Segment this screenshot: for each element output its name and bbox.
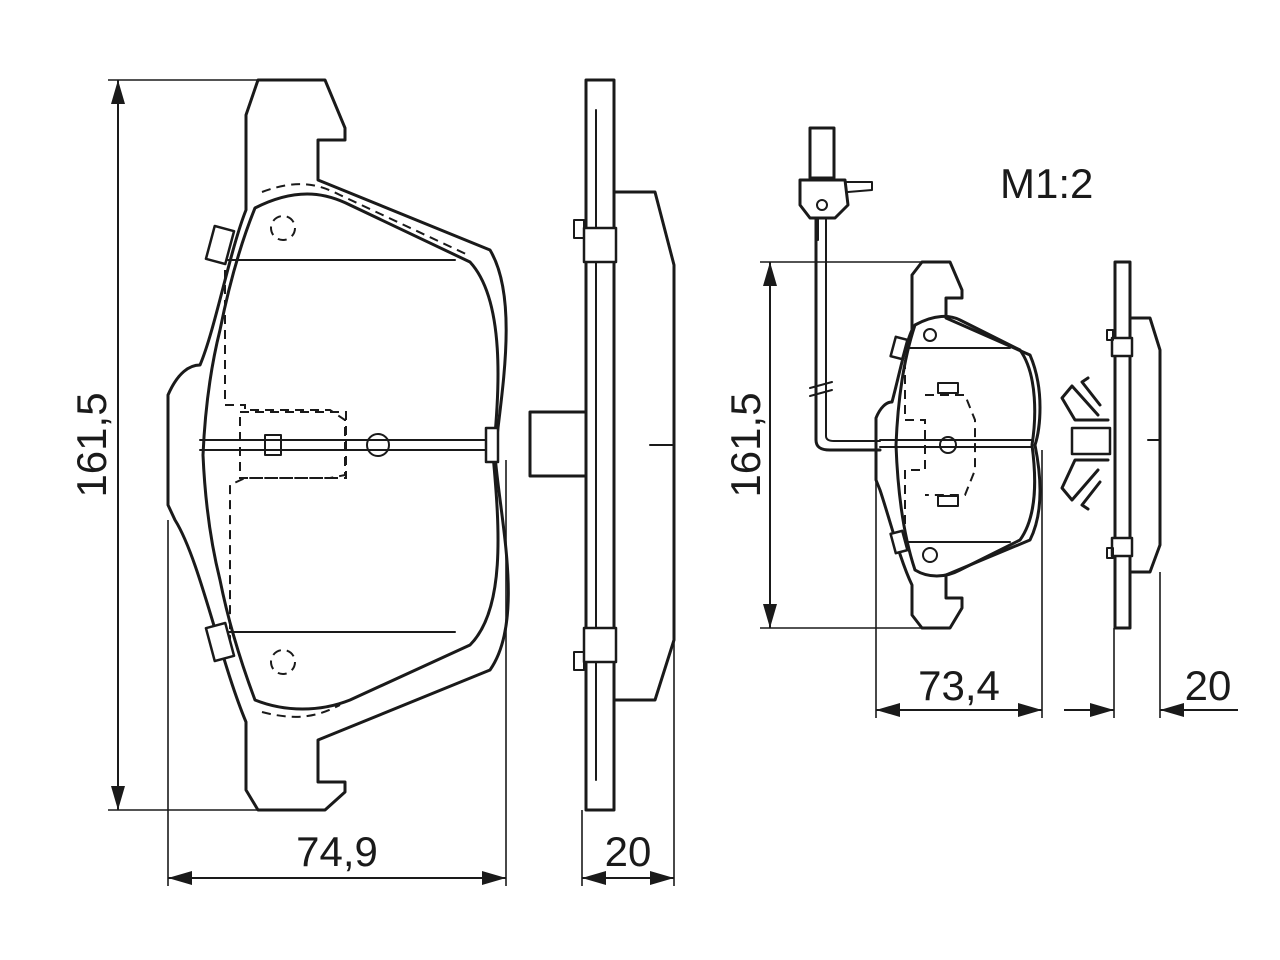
small-pad-side-view bbox=[1060, 260, 1162, 630]
large-pad-thickness-label: 20 bbox=[605, 828, 652, 875]
small-pad-width-dimension: 73,4 bbox=[875, 450, 1043, 718]
wear-sensor-latch bbox=[844, 181, 873, 193]
large-pad-backing-plate bbox=[166, 78, 510, 812]
small-pad-backing-plate bbox=[874, 260, 1042, 630]
small-pad-thickness-dimension: 20 bbox=[1064, 572, 1238, 718]
small-pad-upper-hole bbox=[923, 328, 937, 342]
large-pad-side-upper-stud bbox=[573, 219, 585, 239]
large-pad-height-dimension: 161,5 bbox=[68, 79, 258, 811]
large-pad-width-label: 74,9 bbox=[296, 828, 378, 875]
large-pad-height-label: 161,5 bbox=[68, 392, 115, 497]
wear-sensor bbox=[798, 126, 882, 452]
scale-label: M1:2 bbox=[1000, 160, 1093, 207]
large-pad-side-backing bbox=[584, 78, 616, 812]
wear-sensor-plug bbox=[808, 126, 836, 180]
small-pad-top-marker bbox=[937, 382, 959, 394]
small-pad-side-spring-lower bbox=[1060, 458, 1110, 511]
small-pad-thickness-label: 20 bbox=[1185, 662, 1232, 709]
small-pad-side-upper-clip bbox=[1110, 336, 1134, 358]
large-pad-lower-hole bbox=[270, 649, 296, 675]
small-pad-lower-hole bbox=[922, 547, 938, 563]
wear-sensor-wire bbox=[814, 216, 882, 452]
small-pad-side-upper-stud bbox=[1106, 329, 1114, 341]
small-pad-dashed-contour bbox=[904, 360, 976, 535]
large-pad-side-lower-stud bbox=[573, 651, 585, 671]
large-pad-upper-hole bbox=[270, 215, 296, 241]
small-pad-upper-clip bbox=[889, 335, 909, 361]
small-pad-side-lower-clip bbox=[1110, 536, 1134, 558]
large-pad-edge-tab bbox=[484, 426, 500, 464]
large-pad-sensor-marker bbox=[264, 434, 282, 456]
small-pad-width-label: 73,4 bbox=[918, 662, 1000, 709]
large-pad-side-lower-clip bbox=[582, 626, 618, 664]
large-pad-lower-clip bbox=[204, 621, 236, 663]
small-pad-side-lining bbox=[1128, 316, 1162, 574]
large-pad-upper-clip bbox=[204, 224, 236, 266]
small-pad-side-lower-stud bbox=[1106, 547, 1114, 559]
large-pad-friction-lining bbox=[201, 192, 500, 711]
small-pad-front-view bbox=[874, 260, 1042, 630]
large-pad-front-view bbox=[166, 78, 510, 812]
small-pad-side-spring-body bbox=[1070, 426, 1112, 456]
small-pad-side-spring-upper bbox=[1060, 376, 1110, 422]
large-pad-side-view bbox=[528, 78, 676, 812]
large-pad-sensor-pocket bbox=[239, 411, 347, 479]
large-pad-side-lining bbox=[612, 190, 676, 702]
wear-sensor-wire-break-2 bbox=[809, 389, 833, 397]
wear-sensor-wire-break-1 bbox=[809, 381, 833, 389]
wear-sensor-wire-inner bbox=[825, 217, 881, 442]
wear-sensor-screw bbox=[816, 199, 828, 211]
large-pad-centre-pin bbox=[366, 433, 390, 457]
wear-sensor-connector bbox=[798, 178, 850, 220]
large-pad-side-upper-clip bbox=[582, 226, 618, 264]
small-pad-bottom-marker bbox=[937, 495, 959, 507]
small-pad-centre-pin bbox=[939, 436, 957, 454]
small-pad-side-backing bbox=[1113, 260, 1132, 630]
large-pad-side-sensor-block bbox=[528, 410, 588, 478]
large-pad-width-dimension: 74,9 bbox=[167, 460, 507, 886]
small-pad-height-label: 161,5 bbox=[722, 392, 769, 497]
small-pad-lower-clip bbox=[889, 529, 909, 555]
small-pad-height-dimension: 161,5 bbox=[722, 261, 922, 629]
large-pad-thickness-dimension: 20 bbox=[581, 640, 675, 886]
